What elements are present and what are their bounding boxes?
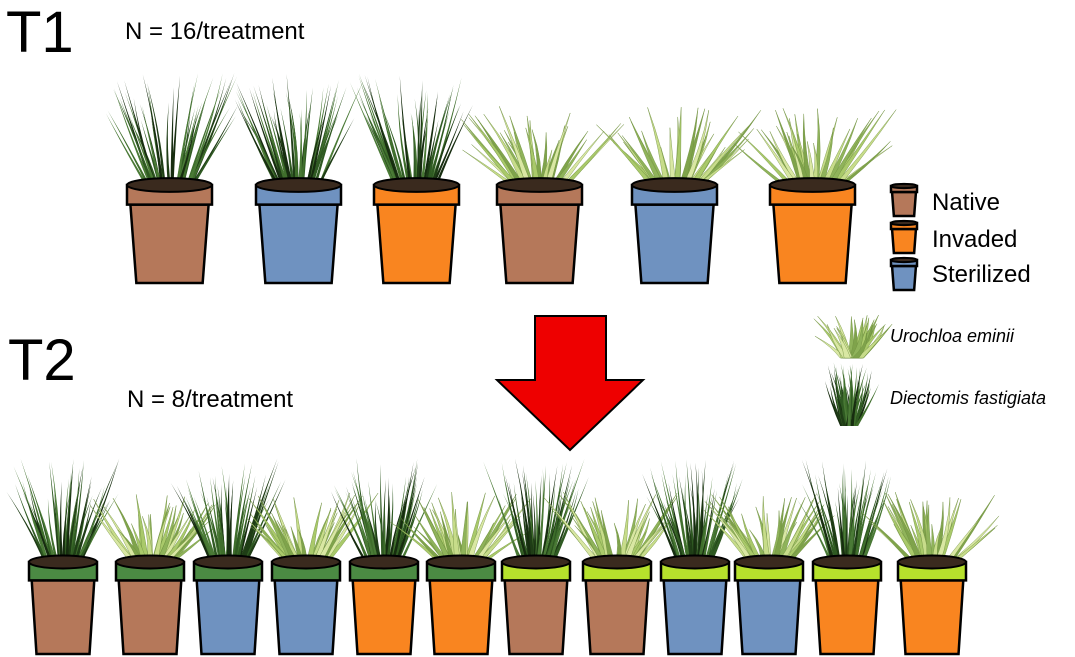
t2-pot-native [583,556,651,654]
t2-pot-native [502,556,570,654]
t2-pot-invaded [813,556,881,654]
urochloa-icon [814,315,892,358]
t2-pot-sterilized [272,556,340,654]
t1-pot-sterilized [632,178,717,283]
t2-pot-unit [6,458,119,654]
legend-pot-sterilized [891,258,917,290]
t2-pot-native [29,556,97,654]
t2-pot-unit [171,458,286,654]
t2-pot-row [6,458,998,654]
t1-pot-native [497,178,582,283]
t2-pot-sterilized [735,556,803,654]
urochloa-species-label: Urochloa eminii [890,326,1015,346]
t1-pot-unit [106,73,238,283]
t2-pot-invaded [427,556,495,654]
t2-pot-sterilized [194,556,262,654]
legend-invaded-label: Invaded [932,226,1017,253]
t1-pot-unit [596,107,760,283]
legend-native-label: Native [932,189,1000,216]
t1-pot-unit [734,108,896,283]
t1-pot-unit [235,74,364,283]
t1-pot-native [127,178,212,283]
t2-pot-invaded [898,556,966,654]
diectomis-species-label: Diectomis fastigiata [890,388,1046,408]
t2-pot-unit [797,459,891,654]
legend-invaded-swatch [891,221,917,253]
diectomis-icon [825,362,879,426]
legend-pot-invaded [891,221,917,253]
transition-arrow [497,316,643,450]
t2-pot-sterilized [661,556,729,654]
t2-pot-unit [642,460,743,654]
legend-native-swatch [891,184,917,216]
t1-pot-row [106,73,896,283]
t2-pot-native [116,556,184,654]
t1-pot-invaded [770,178,855,283]
legend-sterilized-label: Sterilized [932,261,1031,288]
t2-pot-unit [483,459,589,654]
t1-pot-invaded [374,178,459,283]
legend-sterilized-swatch [891,258,917,290]
legend-pot-native [891,184,917,216]
t2-pot-invaded [350,556,418,654]
t1-pot-sterilized [256,178,341,283]
t2-pot-unit [331,458,437,654]
t1-pot-unit [461,106,624,283]
t1-pot-unit [350,74,473,283]
